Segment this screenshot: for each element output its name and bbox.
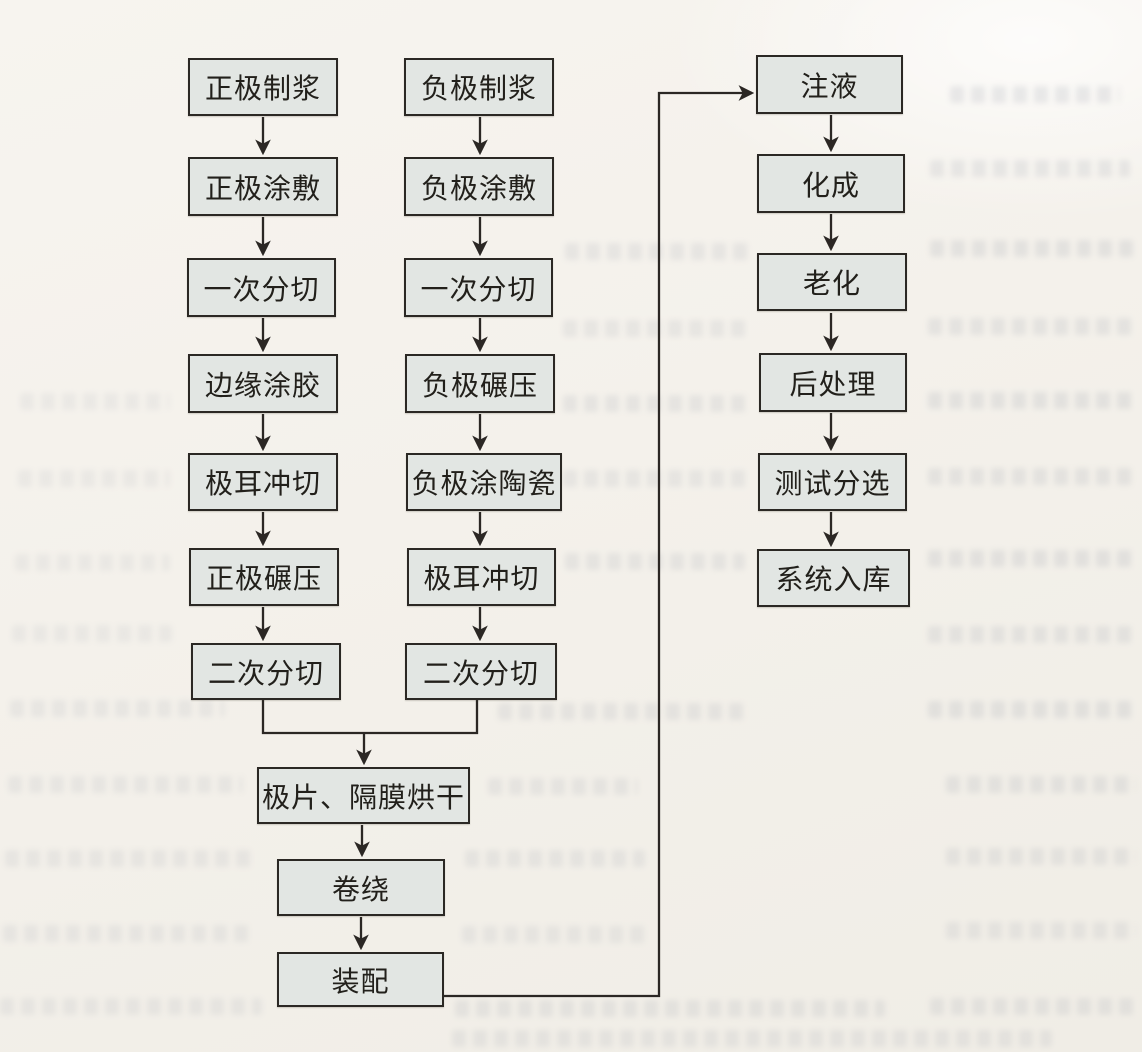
bleed-through-line (465, 850, 645, 867)
bleed-through-line (946, 922, 1136, 939)
node-cathode-slurry: 正极制浆 (188, 58, 338, 116)
node-anode-coating: 负极涂敷 (404, 157, 554, 216)
node-edge-gluing: 边缘涂胶 (188, 354, 338, 413)
bleed-through-line (18, 470, 170, 487)
merge-connector (261, 700, 479, 735)
bleed-through-line (565, 243, 750, 260)
bleed-through-line (10, 700, 225, 717)
node-formation: 化成 (757, 154, 905, 213)
bleed-through-line (565, 553, 745, 570)
node-cathode-calendering: 正极碾压 (189, 548, 339, 606)
node-cathode-first-slitting: 一次分切 (187, 258, 336, 317)
bleed-through-line (498, 703, 748, 720)
node-anode-calendering: 负极碾压 (405, 354, 555, 413)
node-cathode-second-slitting: 二次分切 (191, 643, 341, 700)
bleed-through-line (928, 626, 1136, 643)
assembly-to-filling-connector (444, 85, 755, 998)
bleed-through-line (928, 468, 1136, 485)
bleed-through-line (462, 926, 647, 943)
node-electrode-separator-drying: 极片、隔膜烘干 (257, 767, 470, 824)
bleed-through-line (8, 776, 243, 793)
node-winding: 卷绕 (277, 859, 445, 916)
bleed-through-line (946, 848, 1136, 865)
node-warehousing: 系统入库 (757, 549, 910, 607)
node-assembly: 装配 (277, 952, 444, 1007)
bleed-through-line (20, 393, 170, 410)
bleed-through-line (928, 701, 1136, 718)
node-cathode-coating: 正极涂敷 (188, 157, 338, 216)
bleed-through-line (563, 470, 748, 487)
bleed-through-line (455, 1000, 885, 1017)
bleed-through-line (928, 318, 1133, 335)
node-anode-ceramic-coating: 负极涂陶瓷 (406, 453, 562, 511)
node-cathode-tab-punching: 极耳冲切 (188, 453, 338, 511)
bleed-through-line (928, 392, 1136, 409)
node-anode-first-slitting: 一次分切 (404, 258, 553, 317)
bleed-through-line (946, 776, 1136, 793)
node-aging: 老化 (757, 253, 907, 311)
bleed-through-line (950, 86, 1120, 103)
node-anode-second-slitting: 二次分切 (405, 643, 557, 700)
bleed-through-line (452, 1030, 1052, 1047)
node-anode-slurry: 负极制浆 (404, 58, 554, 116)
bleed-through-line (5, 850, 255, 867)
bleed-through-line (928, 550, 1136, 567)
bleed-through-line (930, 998, 1136, 1015)
node-electrolyte-filling: 注液 (756, 55, 903, 114)
bleed-through-line (3, 925, 253, 942)
bleed-through-line (15, 554, 170, 571)
node-post-processing: 后处理 (759, 353, 907, 412)
bleed-through-line (0, 998, 262, 1015)
bleed-through-line (488, 778, 638, 795)
node-anode-tab-punching: 极耳冲切 (407, 548, 556, 606)
bleed-through-line (563, 395, 748, 412)
bleed-through-line (930, 240, 1135, 257)
node-testing-sorting: 测试分选 (758, 453, 907, 511)
bleed-through-line (563, 320, 748, 337)
bleed-through-line (930, 160, 1130, 177)
bleed-through-line (12, 625, 172, 642)
